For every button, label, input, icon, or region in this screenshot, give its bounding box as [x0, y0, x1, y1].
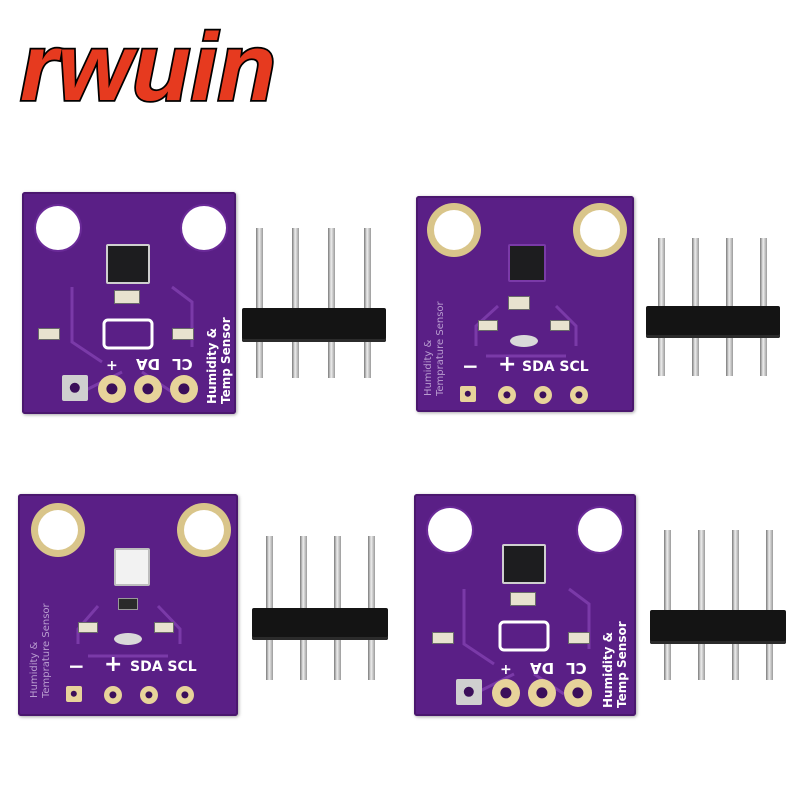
pin-pad-sda	[534, 386, 552, 404]
pcb-traces	[462, 587, 591, 696]
pin-label-cl: CL	[172, 355, 193, 373]
mounting-hole	[434, 210, 474, 250]
pin-pad-scl	[176, 686, 194, 704]
board-title-line1: Humidity &	[601, 631, 615, 708]
board-title-line1: Humidity &	[423, 339, 434, 396]
pin-header-2	[646, 238, 782, 376]
board-title-line2: Temprature Sensor	[41, 603, 52, 698]
pin-pad-scl	[170, 375, 198, 403]
pin-pad-gnd	[460, 386, 476, 402]
capacitor	[114, 290, 140, 304]
mounting-hole	[182, 206, 226, 250]
pin-label-sda-scl: SDA SCL	[522, 359, 589, 375]
sensor-chip	[106, 244, 150, 284]
resistor	[550, 320, 570, 331]
logo-text: rwuin	[20, 14, 276, 114]
resistor	[154, 622, 174, 633]
pin-label-plus: +	[500, 661, 512, 677]
resistor	[478, 320, 498, 331]
board-title-line2: Temp Sensor	[615, 621, 629, 708]
header-pin	[664, 530, 671, 680]
sensor-chip	[502, 544, 546, 584]
pin-pad-sda	[528, 679, 556, 707]
header-housing	[650, 610, 786, 644]
pin-label-plus: +	[498, 352, 517, 377]
header-pin	[256, 228, 263, 378]
header-pin	[328, 228, 335, 378]
header-pin	[766, 530, 773, 680]
sensor-chip	[114, 548, 150, 586]
pin-header-1	[240, 228, 390, 378]
pin-pad-gnd	[62, 375, 88, 401]
pin-header-3	[252, 536, 388, 680]
capacitor	[510, 592, 536, 606]
mounting-hole	[428, 508, 472, 552]
header-housing	[646, 306, 780, 338]
pcb-traces	[474, 304, 578, 358]
capacitor	[118, 598, 138, 610]
pin-label-plus: +	[104, 652, 123, 677]
pin-label-minus: −	[68, 654, 85, 678]
pin-label-sda-scl: SDA SCL	[130, 659, 197, 675]
board-title-line1: Humidity &	[29, 641, 40, 698]
header-pin	[364, 228, 371, 378]
resistor	[568, 632, 590, 644]
pin-pad-sda	[140, 686, 158, 704]
pin-pad-vcc	[498, 386, 516, 404]
header-housing	[252, 608, 388, 640]
pin-header-4	[650, 530, 786, 680]
resistor	[38, 328, 60, 340]
rwuin-logo: rwuin	[18, 14, 277, 114]
pin-label-minus: −	[462, 354, 479, 378]
mounting-hole	[578, 508, 622, 552]
pin-pad-vcc	[104, 686, 122, 704]
mounting-hole	[184, 510, 224, 550]
pin-label-da: DA	[530, 659, 555, 677]
pin-label-cl: CL	[566, 659, 587, 677]
mounting-hole	[38, 510, 78, 550]
sensor-chip	[508, 244, 546, 282]
board-title-line1: Humidity &	[205, 327, 219, 404]
sensor-board-2: − + SDA SCL Humidity & Temprature Sensor	[416, 196, 634, 412]
header-pin	[292, 228, 299, 378]
mounting-hole	[36, 206, 80, 250]
header-pin	[732, 530, 739, 680]
resistor	[172, 328, 194, 340]
pin-pad-vcc	[492, 679, 520, 707]
header-housing	[242, 308, 386, 342]
pin-pad-gnd	[66, 686, 82, 702]
sensor-board-1: + DA CL Humidity & Temp Sensor	[22, 192, 236, 414]
pin-pad-scl	[564, 679, 592, 707]
header-pin	[698, 530, 705, 680]
resistor	[432, 632, 454, 644]
pin-pad-sda	[134, 375, 162, 403]
pcb-traces	[70, 285, 194, 394]
resistor	[78, 622, 98, 633]
board-title-line2: Temprature Sensor	[435, 301, 446, 396]
pin-pad-gnd	[456, 679, 482, 705]
pin-pad-vcc	[98, 375, 126, 403]
sensor-board-3: − + SDA SCL Humidity & Temprature Sensor	[18, 494, 238, 716]
sensor-board-4: + DA CL Humidity & Temp Sensor	[414, 494, 636, 716]
pin-label-da: DA	[136, 355, 161, 373]
capacitor	[508, 296, 530, 310]
mounting-hole	[580, 210, 620, 250]
pin-pad-scl	[570, 386, 588, 404]
pin-label-plus: +	[106, 357, 118, 373]
board-title-line2: Temp Sensor	[219, 317, 233, 404]
